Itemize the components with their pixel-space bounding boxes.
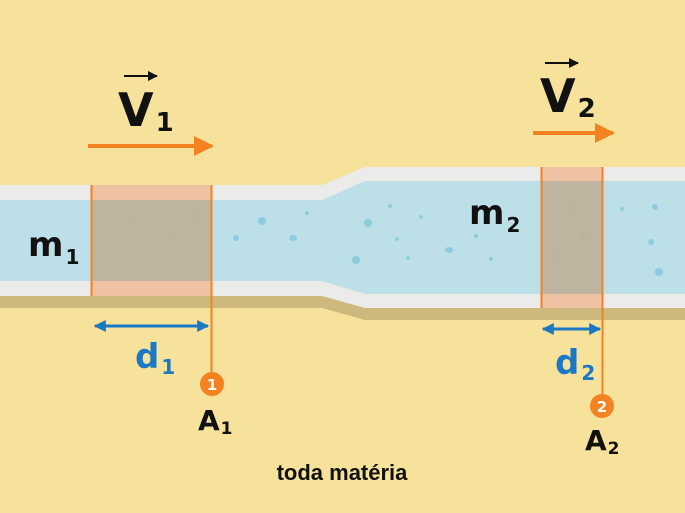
- area-label-2: A2: [585, 424, 620, 459]
- velocity-label-1: V1: [118, 83, 174, 138]
- segment-2: [540, 167, 604, 396]
- section-marker-2: 2: [590, 394, 614, 418]
- segment-1: [90, 185, 213, 374]
- velocity-label-2: V2: [540, 69, 596, 124]
- area-label-1: A1: [198, 404, 233, 439]
- watermark: toda matéria: [277, 460, 409, 485]
- svg-text:2: 2: [597, 398, 607, 416]
- svg-text:1: 1: [207, 376, 217, 394]
- section-marker-1: 1: [200, 372, 224, 396]
- pipe-shadow-band: [0, 294, 685, 320]
